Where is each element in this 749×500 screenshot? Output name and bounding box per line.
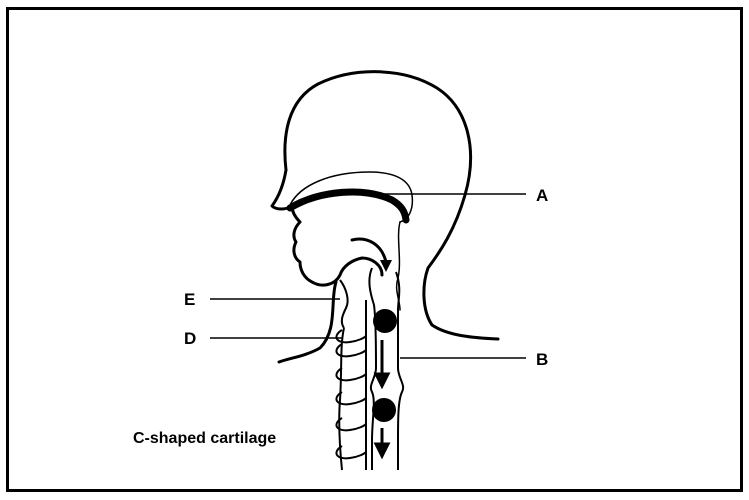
food-bolus-upper <box>373 309 397 333</box>
label-d: D <box>184 330 196 347</box>
label-a: A <box>536 187 548 204</box>
epiglottis <box>340 280 348 328</box>
face-profile <box>272 170 382 285</box>
peristalsis-arrowhead-lower <box>376 444 388 456</box>
label-c-shaped-cartilage: C-shaped cartilage <box>133 431 276 447</box>
oesophagus-right-wall <box>396 272 403 470</box>
palate-arc <box>290 192 406 220</box>
label-b: B <box>536 351 548 368</box>
cartilage-ring <box>336 330 366 342</box>
food-bolus-lower <box>372 398 396 422</box>
peristalsis-arrowhead-upper <box>376 374 388 386</box>
oesophagus-left-wall <box>369 268 376 470</box>
label-e: E <box>184 291 195 308</box>
cartilage-ring <box>336 418 366 430</box>
neck-front <box>279 282 336 362</box>
